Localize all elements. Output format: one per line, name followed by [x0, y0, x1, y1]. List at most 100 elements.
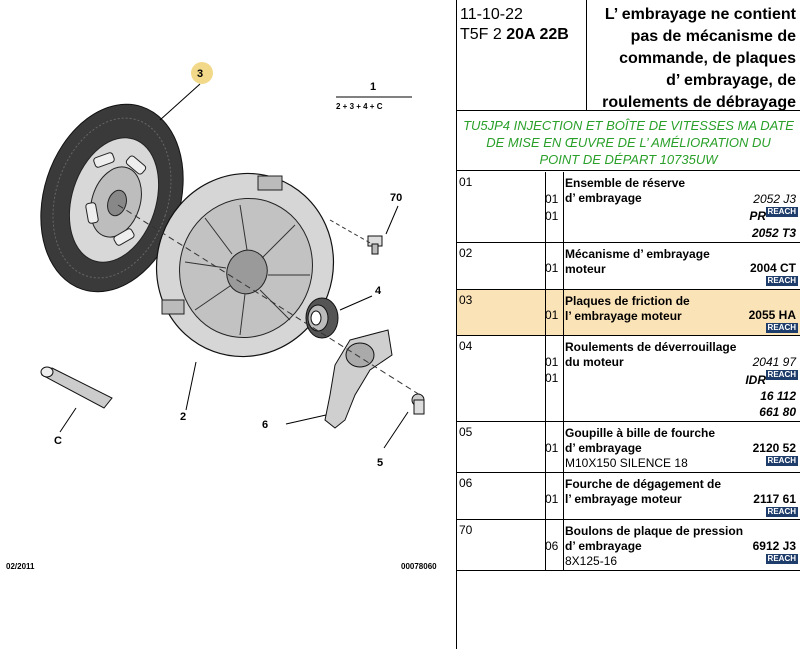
quantity: 01 — [545, 261, 559, 275]
quantity: 01 — [545, 371, 559, 385]
part-row-03[interactable]: 03 2055 HA REACH 01 Plaques de friction … — [457, 290, 800, 336]
description-line: Fourche de dégagement de — [565, 477, 722, 491]
notice-line: roulements de débrayage — [602, 94, 796, 111]
item-number: 01 — [459, 175, 473, 189]
description-line: Goupille à bille de fourche — [565, 426, 716, 440]
ref-cell — [457, 520, 546, 570]
qty-cell — [545, 290, 564, 335]
description-line: Ensemble de réserve — [565, 176, 686, 190]
quantity: 01 — [545, 192, 559, 206]
callout-3-highlight — [191, 62, 213, 84]
part-reference[interactable]: 2120 52 — [752, 441, 796, 455]
part-reference[interactable]: 2052 T3 — [751, 226, 796, 240]
description-line: moteur — [565, 262, 606, 276]
footer-date: 02/2011 — [6, 562, 35, 571]
description-line: d’ embrayage — [565, 191, 642, 205]
part-row-05[interactable]: 05 2120 52 REACH 01 Goupille à bille de … — [457, 422, 800, 473]
part-reference[interactable]: 2052 J3 — [753, 192, 796, 206]
notice-line: pas de mécanisme de — [630, 28, 796, 45]
part-row-02[interactable]: 02 2004 CT REACH 01 Mécanisme d’ embraya… — [457, 243, 800, 290]
exploded-clutch-diagram: 3 1 2 + 3 + 4 + C 70 4 2 6 5 C 02/2011 0… — [6, 62, 437, 571]
bolt-axis — [329, 219, 373, 245]
part-reference[interactable]: 2041 97 — [752, 355, 796, 369]
item-number: 03 — [459, 293, 473, 307]
callout-5: 5 — [377, 457, 383, 469]
notice-line: commande, de plaques — [619, 50, 796, 67]
callout-6: 6 — [262, 419, 268, 431]
item-number: 04 — [459, 339, 473, 353]
qty-cell — [545, 172, 564, 242]
part-reference[interactable]: 2004 CT — [749, 261, 796, 275]
part-reference[interactable]: 661 80 — [759, 405, 796, 419]
qty-cell — [545, 520, 564, 570]
part-reference-prefix: IDR — [745, 373, 766, 387]
part-row-70[interactable]: 70 6912 J3 REACH 06 Boulons de plaque de… — [457, 520, 800, 571]
description-line: Mécanisme d’ embrayage — [565, 247, 710, 261]
qty-cell — [545, 243, 564, 289]
callout-c: C — [54, 435, 62, 447]
notice: L’ embrayage ne contient pas de mécanism… — [588, 0, 800, 111]
reach-badge: REACH — [765, 207, 798, 217]
callout-4: 4 — [375, 285, 382, 297]
callout-70: 70 — [390, 192, 402, 204]
callout-1: 1 — [370, 81, 376, 93]
description-line: Boulons de plaque de pression — [565, 524, 744, 538]
reach-badge: REACH — [765, 554, 798, 564]
note-line: TU5JP4 INJECTION ET BOÎTE DE VITESSES MA… — [463, 118, 794, 133]
part-reference[interactable]: 2117 61 — [753, 492, 796, 506]
callout-3: 3 — [197, 68, 203, 80]
bolt — [367, 235, 383, 255]
description-line: d’ embrayage — [565, 441, 642, 455]
reach-badge: REACH — [765, 323, 798, 333]
part-reference-prefix: PR — [749, 209, 766, 223]
parts-panel: 11-10-22 T5F 2 20A 22B L’ embrayage ne c… — [456, 0, 800, 649]
part-reference[interactable]: 6912 J3 — [752, 539, 796, 553]
panel-header: 11-10-22 T5F 2 20A 22B L’ embrayage ne c… — [457, 0, 800, 111]
part-row-06[interactable]: 06 2117 61 REACH 01 Fourche de dégagemen… — [457, 473, 800, 520]
reach-badge: REACH — [765, 370, 798, 380]
description-line: d’ embrayage — [565, 539, 642, 553]
ref-cell — [457, 473, 546, 519]
description-line: Roulements de déverrouillage — [565, 340, 737, 354]
item-number: 05 — [459, 425, 473, 439]
vehicle-info: 11-10-22 T5F 2 20A 22B — [457, 0, 587, 110]
ref-cell — [457, 336, 546, 421]
item-number: 02 — [459, 246, 473, 260]
model-code: T5F 2 20A 22B — [460, 25, 586, 45]
quantity: 01 — [545, 308, 559, 322]
part-description: Ensemble de réserve d’ embrayage — [565, 176, 797, 206]
part-reference[interactable]: 16 112 — [760, 389, 796, 403]
release-fork — [324, 329, 393, 429]
part-reference[interactable]: 2055 HA — [748, 308, 796, 322]
release-bearing — [305, 297, 339, 339]
part-description: Fourche de dégagement de l’ embrayage mo… — [565, 477, 797, 507]
part-row-04[interactable]: 04 2041 97 IDR REACH 16 112 661 80 01 01… — [457, 336, 800, 422]
quantity: 01 — [545, 492, 559, 506]
ref-cell — [457, 422, 546, 472]
part-spec: 8X125-16 — [565, 554, 618, 568]
input-shaft — [40, 366, 113, 409]
quantity: 01 — [545, 441, 559, 455]
qty-cell — [545, 336, 564, 421]
description-line: du moteur — [565, 355, 624, 369]
friction-disc — [40, 103, 184, 293]
note-line: POINT DE DÉPART 10735UW — [539, 152, 718, 167]
qty-cell — [545, 473, 564, 519]
quantity: 01 — [545, 355, 559, 369]
ref-cell — [457, 290, 546, 335]
notice-line: d’ embrayage, de — [666, 72, 796, 89]
callout-1-composition: 2 + 3 + 4 + C — [336, 102, 383, 111]
item-number: 70 — [459, 523, 473, 537]
qty-cell — [545, 422, 564, 472]
description-line: Plaques de friction de — [565, 294, 690, 308]
notice-line: L’ embrayage ne contient — [604, 6, 796, 23]
quantity: 06 — [545, 539, 559, 553]
part-row-01[interactable]: 01 2052 J3 PR REACH 2052 T3 01 01 Ensemb… — [457, 172, 800, 243]
part-description: Goupille à bille de fourche d’ embrayage… — [565, 426, 797, 471]
model-engine: 20A 22B — [506, 26, 569, 43]
part-description: Mécanisme d’ embrayage moteur — [565, 247, 797, 277]
description-line: l’ embrayage moteur — [565, 309, 682, 323]
ref-cell — [457, 172, 546, 242]
callout-2: 2 — [180, 411, 186, 423]
part-description: Plaques de friction de l’ embrayage mote… — [565, 294, 797, 324]
